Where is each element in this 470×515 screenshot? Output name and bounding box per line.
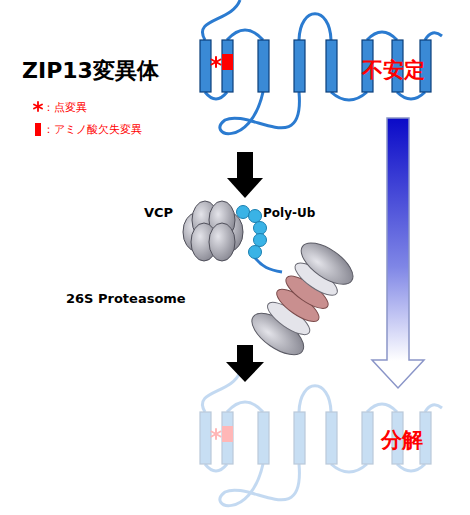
vcp-hexamer: [183, 201, 243, 261]
legend-swatch: [35, 123, 41, 136]
legend-text: ：点変異: [43, 100, 87, 115]
state-label: 分解: [381, 428, 423, 452]
flow-arrow: [226, 345, 264, 382]
component-label: VCP: [144, 206, 173, 221]
degraded-protein: [200, 372, 442, 506]
asterisk-symbol: [33, 100, 43, 114]
asterisk-stroke: [34, 105, 42, 109]
gradient-arrow: [372, 118, 424, 388]
component-label: 26S Proteasome: [66, 292, 186, 307]
proteasome: [245, 235, 360, 363]
arrow-head: [227, 178, 263, 198]
stage-group: VCP Poly-Ub 26S Proteasome: [60, 198, 430, 343]
asterisk-stroke: [34, 105, 42, 109]
mutant-protein: [200, 0, 442, 134]
component-label: Poly-Ub: [263, 207, 315, 221]
poly-ub-chain: [237, 206, 267, 259]
legend-text: ：アミノ酸欠失変異: [43, 122, 142, 137]
flow-arrow: [227, 152, 263, 198]
arrow-shaft: [237, 152, 253, 179]
protein-name: ZIP13変異体: [22, 58, 159, 83]
state-label: 不安定: [362, 58, 425, 82]
